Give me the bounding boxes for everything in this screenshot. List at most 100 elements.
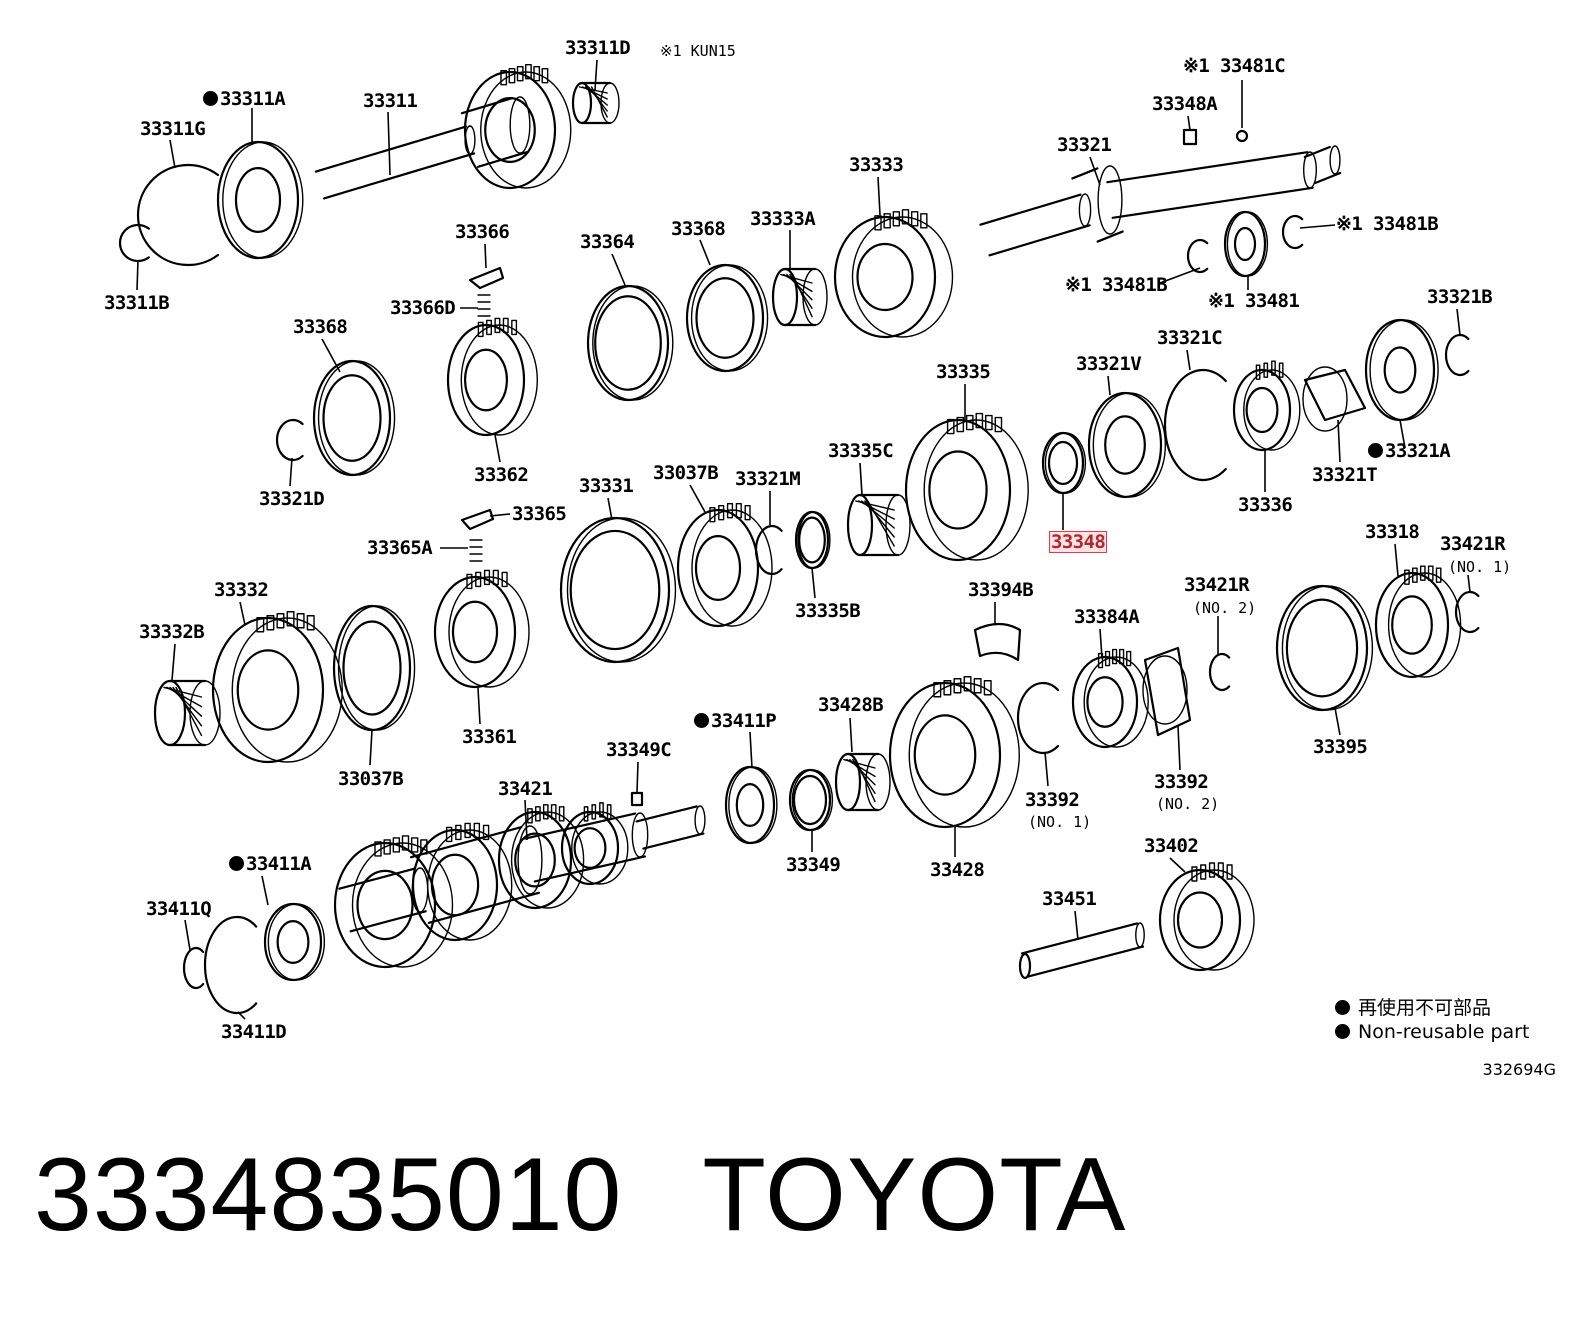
countershaft-gear-3-face [497,810,573,910]
label-33368-top[interactable]: 33368 [671,218,726,240]
label-33037B-top[interactable]: 33037B [653,462,719,484]
label-33411A[interactable]: 33411A [229,853,312,875]
label-33332B[interactable]: 33332B [139,621,205,643]
needle-bearing-33311d [571,81,620,125]
label-33394B[interactable]: 33394B [968,579,1034,601]
gear-33428-tooth [963,676,972,692]
label-33481B-right[interactable]: ※1 33481B [1336,213,1439,235]
label-33332[interactable]: 33332 [214,579,269,601]
gear-33333-tooth [901,209,910,225]
label-33384A[interactable]: 33384A [1074,606,1140,628]
label-33402[interactable]: 33402 [1144,835,1199,857]
countershaft-gear-2-back [427,829,513,941]
label-33321B[interactable]: 33321B [1427,286,1493,308]
label-33365[interactable]: 33365 [512,503,567,525]
label-33392-no2[interactable]: 33392 [1154,771,1209,793]
gear-33335-tooth [965,414,974,431]
idler-gear-33402-tooth [1217,862,1224,878]
snap-ring-33421r-no1 [1454,590,1480,634]
label-33311D[interactable]: 33311D [565,37,631,59]
label-33335C[interactable]: 33335C [828,440,894,462]
bearing-33411p [724,765,778,845]
snap-ring-33321d-arc [275,418,304,462]
label-33321T[interactable]: 33321T [1312,464,1378,486]
label-33366[interactable]: 33366 [455,221,510,243]
label-33311[interactable]: 33311 [363,90,418,112]
label-33349[interactable]: 33349 [786,854,841,876]
label-33366D[interactable]: 33366D [390,297,456,319]
label-33336[interactable]: 33336 [1238,494,1293,516]
label-33364[interactable]: 33364 [580,231,635,253]
idler-shaft-33451-body [1020,922,1145,978]
label-33411P[interactable]: 33411P [694,710,777,732]
label-33331[interactable]: 33331 [579,475,634,497]
sleeve-33395-back [1281,585,1374,711]
label-33392-no1[interactable]: 33392 [1025,789,1080,811]
label-33481C[interactable]: ※1 33481C [1183,55,1286,77]
needle-bearing-33333a-roller [783,273,813,293]
gear-33332-tooth [296,613,305,629]
label-33411D[interactable]: 33411D [221,1021,287,1043]
label-33421R-no1[interactable]: 33421R [1440,533,1506,555]
label-33362[interactable]: 33362 [474,464,529,486]
label-33311B[interactable]: 33311B [104,292,170,314]
leader-line [1044,751,1049,787]
gear-33335-tooth [975,412,984,429]
leader-line [1159,267,1201,284]
gear-33336-tooth [1263,362,1269,378]
leader-line [171,643,176,681]
label-33333[interactable]: 33333 [849,154,904,176]
label-33333A[interactable]: 33333A [750,208,816,230]
label-33481[interactable]: ※1 33481 [1208,290,1300,312]
label-33318[interactable]: 33318 [1365,521,1420,543]
gear-33336-tooth [1255,364,1261,380]
label-33321M[interactable]: 33321M [735,468,801,490]
hub-33361-tooth [492,569,499,586]
label-33428[interactable]: 33428 [930,859,985,881]
label-33348A[interactable]: 33348A [1152,93,1218,115]
label-33321[interactable]: 33321 [1057,134,1112,156]
label-33321C[interactable]: 33321C [1157,327,1223,349]
label-33421[interactable]: 33421 [498,778,553,800]
spring-33365a [469,539,483,562]
gear-33311 [463,63,572,190]
sync-ring-33037b-top-face [676,508,760,628]
gear-33318-hub [1391,595,1433,655]
label-33311A[interactable]: 33311A [203,88,286,110]
label-33365A[interactable]: 33365A [367,537,433,559]
label-33361[interactable]: 33361 [462,726,517,748]
sleeve-33364-face [586,284,670,402]
countershaft-gear-1-hub [356,869,414,941]
label-33348-highlighted[interactable]: 33348 [1049,531,1108,553]
gear-33333-face [833,215,937,339]
leader-line [369,729,373,766]
label-33395[interactable]: 33395 [1313,736,1368,758]
label-33311G[interactable]: 33311G [140,118,206,140]
label-33321V[interactable]: 33321V [1076,353,1142,375]
label-33421R-no2[interactable]: 33421R [1184,574,1250,596]
needle-bearing-33332b [153,679,221,747]
leader-line [811,567,816,599]
label-33321D[interactable]: 33321D [259,488,325,510]
countershaft-gear-3-tooth [542,804,549,820]
countershaft-gear-1-tooth [410,837,419,853]
label-33037B-bottom[interactable]: 33037B [338,768,404,790]
legend: 再使用不可部品 Non-reusable part [1335,996,1529,1044]
label-33411Q[interactable]: 33411Q [146,898,212,920]
label-33335B[interactable]: 33335B [795,600,861,622]
label-33368-left[interactable]: 33368 [293,316,348,338]
gear-33335-tooth [994,416,1003,433]
label-33428B[interactable]: 33428B [818,694,884,716]
label-33349C[interactable]: 33349C [606,739,672,761]
label-33481B-left[interactable]: ※1 33481B [1065,274,1168,296]
label-33321A[interactable]: 33321A [1368,440,1451,462]
non-reusable-dot-icon [203,91,218,106]
leader-line [849,717,853,753]
gear-33428-back [908,682,1020,828]
bearing-33481-face [1223,210,1267,278]
label-33335[interactable]: 33335 [936,361,991,383]
label-33451[interactable]: 33451 [1042,888,1097,910]
sync-ring-33384a-tooth [1104,650,1111,667]
bearing-33321a-face [1364,318,1436,422]
countershaft-gear-1-tooth [401,835,410,851]
